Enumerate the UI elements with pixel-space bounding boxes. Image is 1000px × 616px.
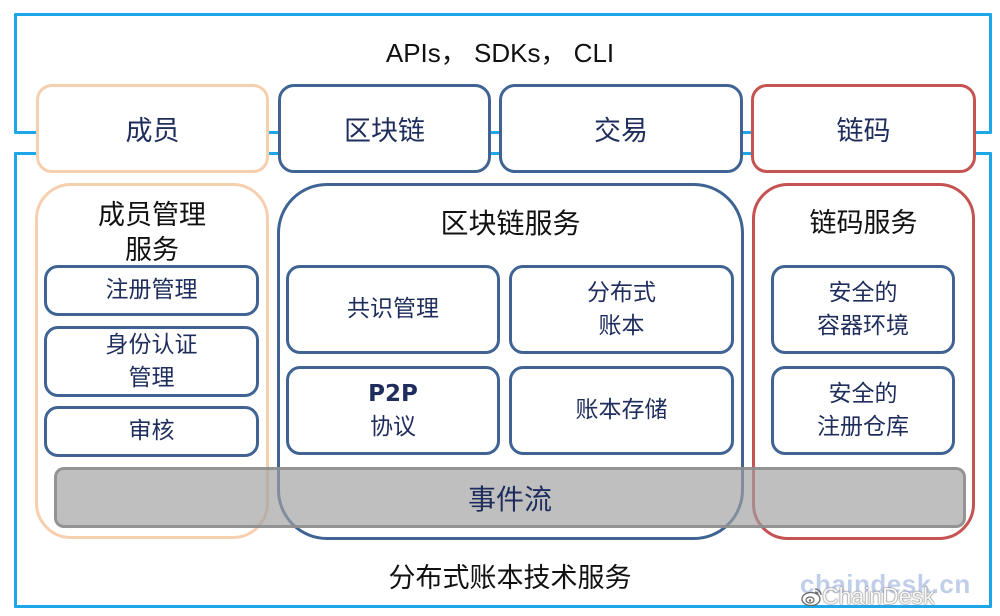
item-line1: 安全的 <box>828 380 898 407</box>
blockchain-service-title: 区块链服务 <box>440 207 581 240</box>
top-box-chaincode: 链码 <box>751 84 976 173</box>
top-box-member: 成员 <box>36 84 269 173</box>
top-box-chaincode-label: 链码 <box>836 116 891 147</box>
item-line1: 共识管理 <box>347 296 439 322</box>
watermark-site: chaindesk.cn <box>800 569 971 599</box>
chaincode-item-secure-container: 安全的 容器环境 <box>771 265 955 354</box>
top-box-blockchain-label: 区块链 <box>344 116 425 147</box>
item-line1: 账本存储 <box>575 397 668 423</box>
event-stream-bar: 事件流 <box>54 467 966 528</box>
member-service-title-line1: 成员管理 <box>98 200 206 231</box>
member-item-audit: 审核 <box>44 406 259 457</box>
dlt-services-title: 分布式账本技术服务 <box>388 563 632 594</box>
item-line2: 账本 <box>598 312 645 339</box>
blockchain-item-consensus: 共识管理 <box>286 265 500 354</box>
item-line1: 安全的 <box>828 279 898 306</box>
item-line1: 身份认证 <box>105 331 198 358</box>
item-line2: 协议 <box>370 413 416 440</box>
item-line1: 分布式 <box>587 279 656 306</box>
item-line2: 管理 <box>128 364 175 391</box>
blockchain-item-p2p: P2P 协议 <box>286 366 500 455</box>
chaincode-service-title: 链码服务 <box>809 208 918 239</box>
item-line1: 审核 <box>128 418 175 444</box>
chaincode-item-secure-registry: 安全的 注册仓库 <box>771 366 955 455</box>
member-service-title-line2: 服务 <box>125 235 179 266</box>
item-line1: P2P <box>368 380 418 407</box>
watermark-account: ChainDesk <box>822 583 935 609</box>
top-box-blockchain: 区块链 <box>278 84 491 173</box>
member-item-registration: 注册管理 <box>44 265 259 316</box>
blockchain-item-ledger-storage: 账本存储 <box>509 366 734 455</box>
blockchain-item-distributed-ledger: 分布式 账本 <box>509 265 734 354</box>
event-stream-label: 事件流 <box>467 482 552 516</box>
item-line1: 注册管理 <box>105 277 198 303</box>
top-box-transaction-label: 交易 <box>594 116 648 147</box>
top-box-member-label: 成员 <box>125 116 180 147</box>
member-item-identity-auth: 身份认证 管理 <box>44 326 259 397</box>
weibo-icon <box>801 588 822 607</box>
item-line2: 注册仓库 <box>817 413 909 440</box>
api-layer-title: APIs， SDKs， CLI <box>385 38 615 68</box>
top-box-transaction: 交易 <box>499 84 743 173</box>
item-line2: 容器环境 <box>817 312 909 339</box>
